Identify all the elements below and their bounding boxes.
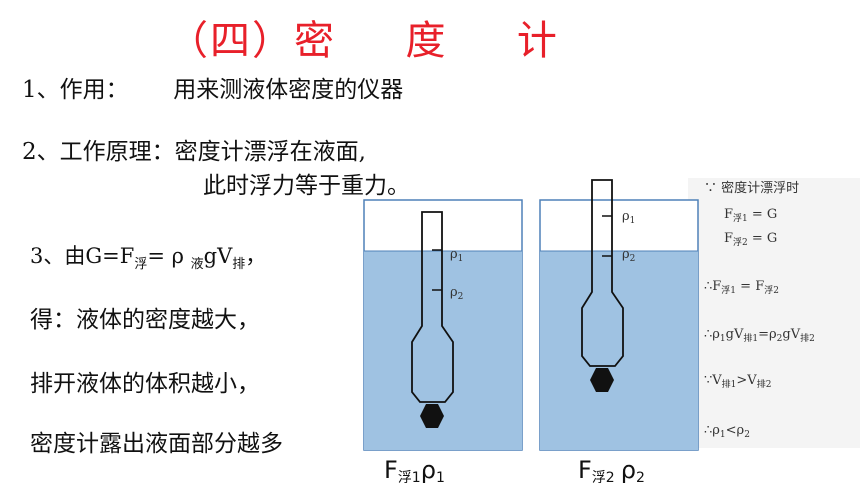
title-part-2: 度: [405, 18, 448, 64]
reason-eq-1: F浮1 = G: [724, 207, 777, 224]
right-liquid: [540, 251, 698, 450]
title-part-1: （四）密: [168, 18, 336, 64]
right-beaker: ρ1 ρ2: [539, 179, 699, 451]
reason-because-2: ∵V排1>V排2: [704, 373, 771, 390]
formula-mid: = ρ: [147, 244, 191, 268]
formula-sub-buoyancy: 浮: [134, 257, 148, 273]
caption-left: F浮1ρ1: [384, 456, 445, 484]
usage-line: 1、作用： 用来测液体密度的仪器: [22, 70, 403, 104]
right-hydrometer: [581, 179, 624, 392]
left-rho2-label: ρ2: [450, 285, 463, 302]
left-liquid: [364, 251, 522, 450]
reason-therefore-1: ∴F浮1 = F浮2: [704, 279, 779, 296]
conclusion-line-1: 得：液体的密度越大，: [30, 307, 260, 333]
formula-sub-liquid: 液: [190, 257, 204, 273]
left-rho1-label: ρ1: [450, 247, 463, 264]
formula-sub-displaced: 排: [232, 257, 246, 273]
principle-text-2: 此时浮力等于重力。: [203, 173, 410, 199]
principle-line: 2、工作原理：密度计漂浮在液面,: [22, 132, 366, 166]
right-weight-icon: [590, 368, 614, 392]
principle-line-2: 此时浮力等于重力。: [203, 166, 410, 200]
left-weight-icon: [420, 404, 444, 428]
left-beaker: ρ1 ρ2: [363, 199, 523, 451]
usage-label: 1、作用：: [22, 77, 129, 103]
reason-because-1: ∵ 密度计漂浮时: [704, 180, 799, 196]
principle-label: 2、工作原理：: [22, 139, 175, 165]
right-rho2-label: ρ2: [622, 247, 635, 264]
formula-end: ，: [245, 244, 267, 268]
left-hydrometer: [411, 211, 454, 428]
principle-text-1: 密度计漂浮在液面,: [174, 139, 366, 165]
page-title: （四）密 度 计: [168, 8, 559, 66]
conclusion-line-3: 密度计露出液面部分越多: [30, 431, 283, 457]
formula-g: gV: [203, 244, 233, 268]
title-part-3: 计: [516, 18, 559, 64]
reasoning-panel-bg: [688, 178, 860, 448]
reason-therefore-3: ∴ρ1<ρ2: [704, 423, 750, 440]
conclusion-line-2: 排开液体的体积越小，: [30, 371, 260, 397]
reason-eq-2: F浮2 = G: [724, 231, 777, 248]
right-rho1-label: ρ1: [622, 209, 635, 226]
formula-prefix: 3、由G=F: [30, 244, 135, 268]
usage-text: 用来测液体密度的仪器: [173, 77, 404, 103]
reason-therefore-2: ∴ρ1gV排1=ρ2gV排2: [704, 327, 815, 344]
formula-line: 3、由G=F浮= ρ 液gV排，: [30, 240, 266, 272]
